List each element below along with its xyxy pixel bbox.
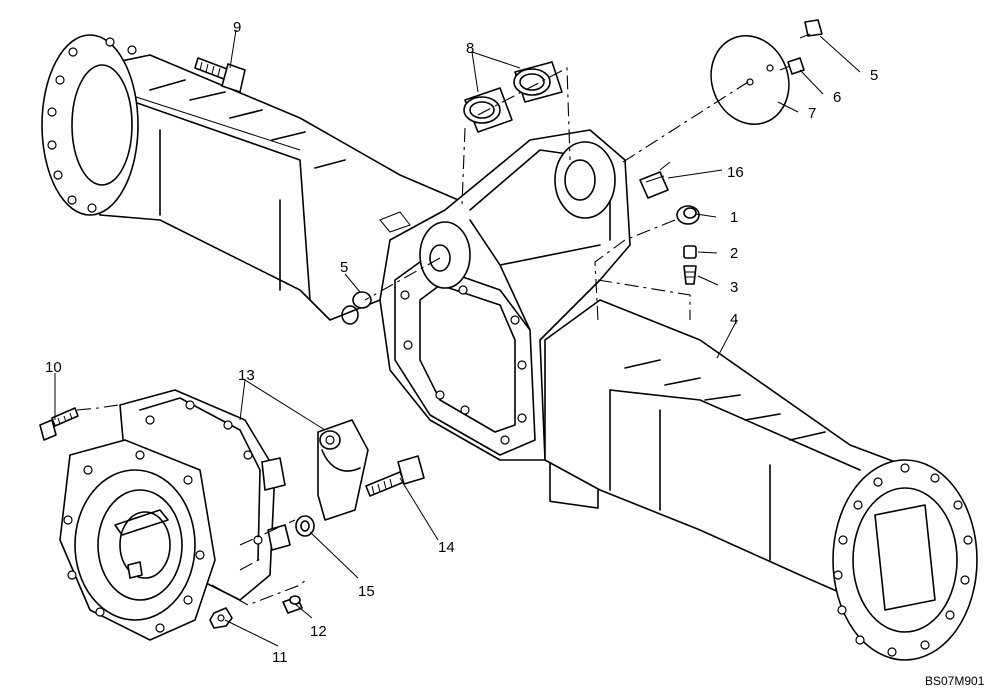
part-12-pin xyxy=(282,595,303,614)
callout-3: 3 xyxy=(730,279,738,296)
callout-1: 1 xyxy=(730,209,738,226)
part-16-breather xyxy=(639,161,671,199)
callout-8: 8 xyxy=(466,40,474,57)
callout-15: 15 xyxy=(358,583,375,600)
part-2-plug xyxy=(683,245,697,259)
callout-6: 6 xyxy=(833,89,841,106)
callout-labels: 1 2 3 4 5 5 6 7 8 9 10 11 12 13 14 15 16 xyxy=(45,19,878,666)
part-10-bolt xyxy=(39,407,79,441)
part-13-bearing-cap xyxy=(317,419,369,521)
part-5-fitting-left xyxy=(341,291,372,325)
callout-12: 12 xyxy=(310,623,327,640)
callout-16: 16 xyxy=(727,164,744,181)
callout-13: 13 xyxy=(238,367,255,384)
left-wheel-flange xyxy=(41,34,139,216)
axle-center-housing xyxy=(379,129,631,509)
drawing-code: BS07M901 xyxy=(925,674,985,688)
callout-4: 4 xyxy=(730,311,738,328)
callout-5-top: 5 xyxy=(870,67,878,84)
part-3-plug xyxy=(683,265,697,285)
part-1-plug xyxy=(676,205,700,225)
part-14-bolt xyxy=(365,455,425,497)
part-7-cover-plate xyxy=(710,34,790,126)
callout-5-left: 5 xyxy=(340,259,348,276)
callout-2: 2 xyxy=(730,245,738,262)
part-11-nut xyxy=(209,607,233,629)
axle-housing-right-arm xyxy=(544,299,931,611)
part-13-spindle-flange xyxy=(59,439,216,641)
callout-7: 7 xyxy=(808,105,816,122)
part-9-bolt xyxy=(194,57,246,93)
callout-14: 14 xyxy=(438,539,455,556)
leader-lines xyxy=(54,29,861,647)
assembly-lines xyxy=(76,67,749,606)
callout-10: 10 xyxy=(45,359,62,376)
part-5-fitting-top xyxy=(799,19,823,39)
right-wheel-flange xyxy=(832,459,978,661)
part-15-washer xyxy=(295,515,315,537)
callout-9: 9 xyxy=(233,19,241,36)
callout-11: 11 xyxy=(272,649,288,666)
axle-housing-left-arm xyxy=(77,54,471,321)
